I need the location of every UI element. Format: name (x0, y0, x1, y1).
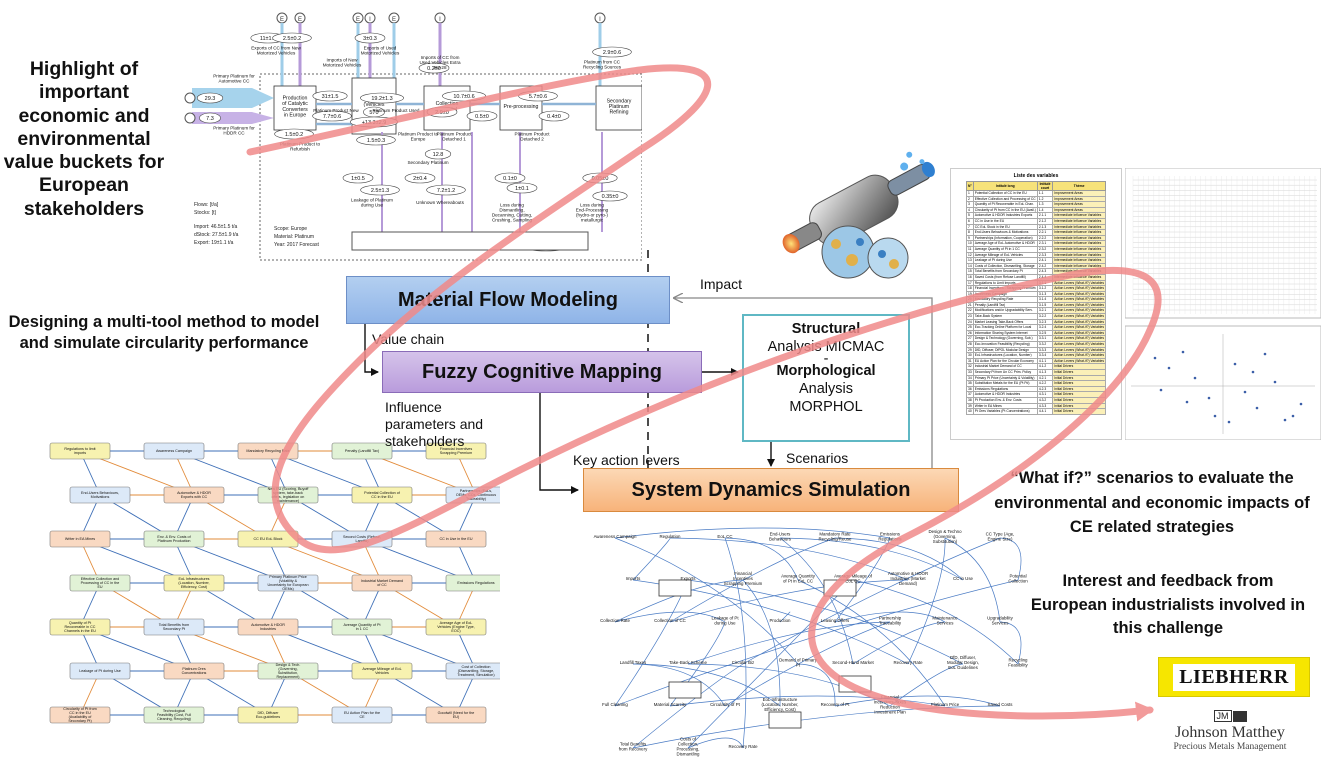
flow-marker-letter: I (599, 17, 601, 23)
scatter-point (1185, 400, 1189, 404)
impact-label: Impact (700, 276, 743, 292)
fcm-node-label: Awareness Campaign (156, 449, 192, 453)
fcm-node (163, 486, 225, 504)
scatter-point (1283, 418, 1287, 422)
scatter-point (1193, 376, 1197, 380)
caption-designing: Designing a multi-tool method to model a… (8, 313, 320, 352)
liebherr-logo: LIEBHERR (1158, 657, 1310, 697)
fcm-node (69, 662, 131, 680)
fcm-node (143, 618, 205, 636)
scatter-point (1207, 396, 1211, 400)
flow-marker (184, 112, 196, 124)
scatter-point (1263, 352, 1267, 356)
morphological-subtitle-1: Analysis (799, 381, 853, 397)
mfa-value: 2.9±0.6 (603, 50, 621, 56)
mfa-value: 2.5±0.2 (283, 36, 301, 42)
mfa-legend-item: Stocks: [t] (194, 210, 217, 216)
morphological-title: Morphological (776, 363, 876, 379)
mfa-value-bubble (592, 46, 632, 58)
scatter-point (1251, 370, 1255, 374)
scatter-point (1213, 414, 1217, 418)
value-chain-label: Value chain (372, 331, 445, 347)
scatter-point (1243, 390, 1247, 394)
scatter-point (1291, 414, 1295, 418)
morphological-subtitle-2: MORPHOL (789, 399, 863, 415)
fcm-node (49, 530, 111, 548)
fcm-node-label: EoL Infrastructures(Location, Number,Eff… (178, 577, 209, 589)
liebherr-wordmark: LIEBHERR (1173, 663, 1295, 691)
structural-morphological-box: Structural Analysis MICMAC - Morphologic… (742, 314, 910, 442)
mfa-value-bubble (354, 32, 386, 44)
fcm-node (69, 486, 131, 504)
mfa-legend-item: dStock: 27.5±1.9 t/a (194, 232, 239, 238)
structural-title: Structural (791, 321, 861, 337)
jm-emblem-icon (1232, 710, 1247, 722)
scatter-point (1233, 362, 1237, 366)
precious-metals-tagline: Precious Metals Management (1173, 742, 1287, 752)
fcm-node (143, 530, 205, 548)
caption-highlight: Highlight of important economic and envi… (3, 58, 165, 220)
key-action-levers-label: Key action levers (573, 452, 680, 468)
flow-marker-letter: E (392, 17, 396, 23)
fuzzy-cognitive-mapping-box: Fuzzy Cognitive Mapping (382, 351, 702, 393)
mfa-value: 3±0.3 (363, 36, 377, 42)
fcm-node-label: Writer in EA Mines (65, 537, 95, 541)
fcm-node-label: End-Users Behaviours,Motivations (81, 491, 119, 499)
scenarios-label: Scenarios (786, 450, 849, 466)
scatter-point (1273, 380, 1277, 384)
sd-link (687, 737, 744, 749)
scatter-point (1299, 402, 1303, 406)
flow-marker-letter: I (439, 17, 441, 23)
material-flow-modeling-box: Material Flow Modeling (346, 276, 670, 324)
sd-variable-label: Recovery Rate (728, 744, 758, 749)
scatter-point (1181, 350, 1185, 354)
influence-label: Influence parameters and stakeholders (385, 399, 484, 449)
mfa-legend-item: Flows: [t/a] (194, 202, 219, 208)
jm-monogram: JM (1213, 710, 1247, 722)
mfa-legend-item: Import: 46.5±1.5 t/a (194, 224, 238, 230)
mfa-value-bubble (272, 32, 312, 44)
scatter-point (1255, 406, 1259, 410)
scatter-point (1227, 420, 1231, 424)
fcm-node (143, 442, 205, 460)
fcm-node (163, 574, 225, 592)
mfa-value: 11±1.2 (260, 36, 276, 42)
fcm-node (69, 574, 131, 592)
fcm-node (49, 618, 111, 636)
mfa-value-bubble (196, 92, 224, 104)
fcm-node (143, 706, 205, 724)
flow-marker-letter: E (298, 17, 302, 23)
mfa-value: 29.3 (205, 96, 216, 102)
flow-marker-letter: E (280, 17, 284, 23)
system-dynamics-simulation-box: System Dynamics Simulation (583, 468, 959, 512)
fcm-node (163, 662, 225, 680)
mfa-value-bubble (199, 112, 221, 124)
flow-marker-letter: E (356, 17, 360, 23)
fcm-node-label: Leakage of Pt during Use (79, 669, 121, 673)
mfa-value: 7.3 (206, 116, 214, 122)
scatter-point (1167, 366, 1171, 370)
fcm-node (49, 706, 111, 724)
flow-marker (184, 92, 196, 104)
johnson-matthey-logo: JM Johnson Matthey Precious Metals Manag… (1140, 706, 1320, 752)
fcm-node (49, 442, 111, 460)
johnson-matthey-wordmark: Johnson Matthey (1175, 724, 1285, 741)
mfa-legend-item: Export: 19±1.1 t/a (194, 240, 234, 246)
flow-marker-letter: I (369, 17, 371, 23)
